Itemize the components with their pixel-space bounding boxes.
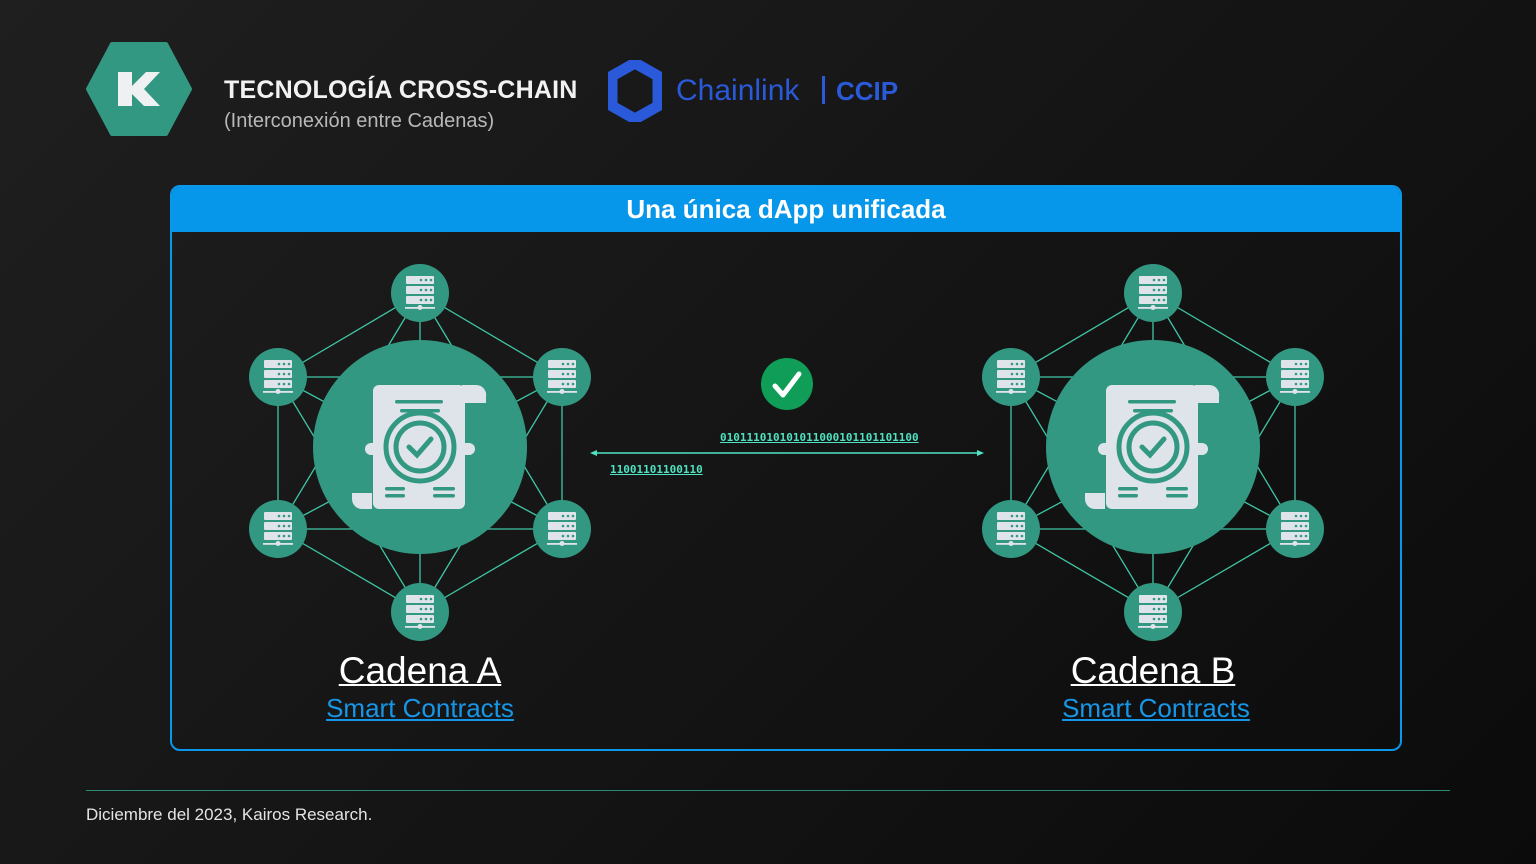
server-icon [263, 512, 293, 546]
server-icon [405, 276, 435, 310]
chain-b-smart-contracts-link[interactable]: Smart Contracts [1062, 693, 1250, 723]
kairos-logo [86, 42, 192, 136]
chainlink-brand-name: Chainlink [676, 74, 800, 107]
node-server [1266, 500, 1324, 558]
server-icon [547, 512, 577, 546]
chain-a-title: Cadena A [338, 650, 502, 691]
page-title: TECNOLOGÍA CROSS-CHAIN [224, 76, 578, 104]
backward-bits: 11001101100110 [610, 463, 703, 476]
dapp-panel: Una única dApp unificada [170, 185, 1402, 751]
footer-text: Diciembre del 2023, Kairos Research. [86, 805, 373, 824]
panel-title: Una única dApp unificada [172, 187, 1400, 232]
transfer-arrow [590, 450, 984, 456]
server-icon [1138, 595, 1168, 629]
node-server [391, 583, 449, 641]
footer-divider [86, 790, 1450, 791]
forward-bits: 01011101010101100010110110110​0 [720, 431, 919, 444]
chain-a-network [249, 264, 591, 641]
server-icon [1138, 276, 1168, 310]
server-icon [996, 512, 1026, 546]
smart-contract-hub [1046, 340, 1260, 554]
check-circle-icon [761, 358, 813, 410]
chain-b-title: Cadena B [1070, 650, 1236, 691]
server-icon [547, 360, 577, 394]
smart-contract-hub [313, 340, 527, 554]
chain-b-network [982, 264, 1324, 641]
node-server [249, 348, 307, 406]
ccip-label: CCIP [836, 76, 899, 106]
server-icon [405, 595, 435, 629]
brand-divider [822, 76, 825, 104]
node-server [391, 264, 449, 322]
contract-scroll-icon [352, 384, 487, 509]
node-server [1124, 264, 1182, 322]
page-subtitle: (Interconexión entre Cadenas) [224, 110, 495, 132]
chainlink-hexagon-icon [608, 60, 662, 122]
server-icon [263, 360, 293, 394]
node-server [1124, 583, 1182, 641]
node-server [982, 500, 1040, 558]
server-icon [1280, 512, 1310, 546]
server-icon [996, 360, 1026, 394]
node-server [982, 348, 1040, 406]
node-server [533, 500, 591, 558]
chain-a-smart-contracts-link[interactable]: Smart Contracts [326, 693, 514, 723]
server-icon [1280, 360, 1310, 394]
node-server [249, 500, 307, 558]
contract-scroll-icon [1085, 384, 1220, 509]
node-server [533, 348, 591, 406]
node-server [1266, 348, 1324, 406]
